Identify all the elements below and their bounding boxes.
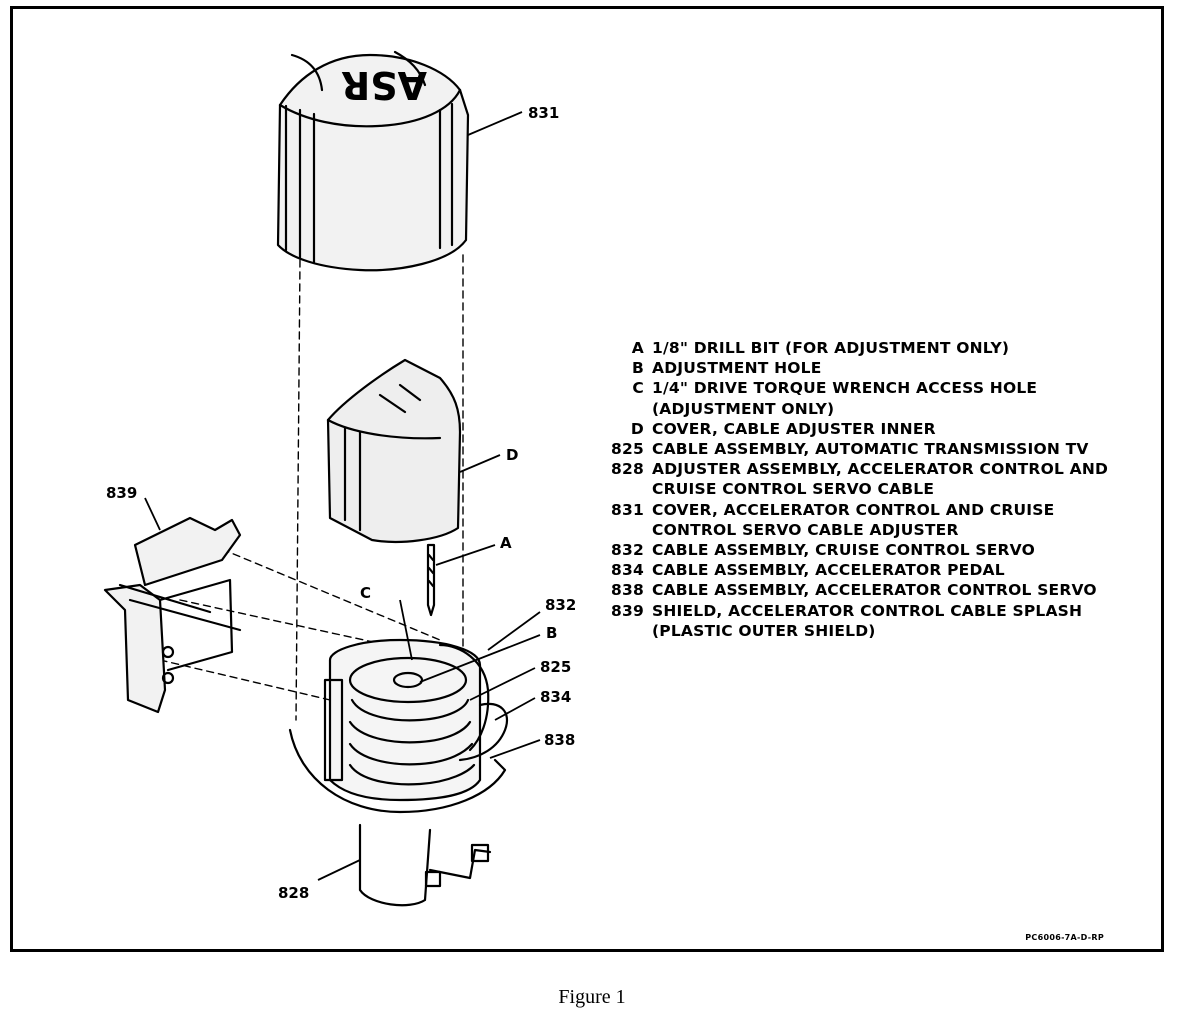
legend-row: 839 SHIELD, ACCELERATOR CONTROL CABLE SPL… [596, 601, 1136, 621]
legend-description: CABLE ASSEMBLY, AUTOMATIC TRANSMISSION T… [652, 440, 1089, 459]
cover-831-drawing [276, 50, 470, 272]
legend-description: CABLE ASSEMBLY, ACCELERATOR CONTROL SERV… [652, 581, 1097, 600]
legend-row: D COVER, CABLE ADJUSTER INNER [596, 419, 1136, 439]
callout-d: D [506, 446, 518, 464]
legend-description: 1/8" DRILL BIT (FOR ADJUSTMENT ONLY) [652, 339, 1010, 357]
legend-row: CONTROL SERVO CABLE ADJUSTER [596, 520, 1136, 540]
adjuster-828-drawing [288, 638, 508, 907]
legend-row: 832 CABLE ASSEMBLY, CRUISE CONTROL SERVO [596, 540, 1136, 560]
legend-code: 828 [611, 460, 644, 479]
cover-asr-text: ASR [341, 63, 427, 107]
legend-description: SHIELD, ACCELERATOR CONTROL CABLE SPLASH [652, 601, 1083, 620]
shield-839-drawing [103, 516, 242, 714]
callout-b: B [546, 624, 557, 642]
legend-code: 825 [611, 440, 644, 459]
callout-828: 828 [278, 884, 309, 902]
legend-description: COVER, ACCELERATOR CONTROL AND CRUISE [652, 500, 1055, 519]
legend-row: 825 CABLE ASSEMBLY, AUTOMATIC TRANSMISSIO… [596, 439, 1136, 459]
legend-code [596, 479, 652, 499]
legend-code: D [630, 419, 644, 438]
callout-834: 834 [540, 688, 571, 706]
callout-a: A [500, 534, 512, 552]
legend-row: C 1/4" DRIVE TORQUE WRENCH ACCESS HOLE [596, 378, 1136, 398]
callout-838: 838 [544, 731, 575, 749]
legend-code [596, 399, 652, 419]
legend-row: B ADJUSTMENT HOLE [596, 358, 1136, 378]
legend-row: 831 COVER, ACCELERATOR CONTROL AND CRUISE [596, 500, 1136, 520]
legend-code: 831 [611, 500, 644, 519]
legend-description: COVER, CABLE ADJUSTER INNER [652, 419, 936, 438]
legend-description: CRUISE CONTROL SERVO CABLE [652, 480, 935, 499]
legend-description: CABLE ASSEMBLY, ACCELERATOR PEDAL [652, 561, 1005, 580]
legend-code: 832 [611, 541, 644, 560]
legend-description: ADJUSTMENT HOLE [652, 359, 822, 378]
legend-description: (ADJUSTMENT ONLY) [652, 399, 835, 418]
inner-cover-d-drawing [326, 358, 462, 543]
legend-code: A [631, 339, 644, 357]
legend-code: 834 [611, 561, 644, 580]
legend-code: C [632, 379, 644, 398]
legend-row: 838 CABLE ASSEMBLY, ACCELERATOR CONTROL S… [596, 580, 1136, 600]
legend-code: 839 [611, 601, 644, 620]
figure-caption: Figure 1 [558, 986, 626, 1008]
reference-code: PC6006-7A-D-RP [1025, 933, 1104, 942]
legend-code [596, 520, 652, 540]
callout-825: 825 [540, 658, 571, 676]
parts-legend: A 1/8" DRILL BIT (FOR ADJUSTMENT ONLY) B AD… [596, 338, 1136, 641]
legend-description: 1/4" DRIVE TORQUE WRENCH ACCESS HOLE [652, 379, 1038, 398]
legend-row: (PLASTIC OUTER SHIELD) [596, 621, 1136, 641]
legend-row: CRUISE CONTROL SERVO CABLE [596, 479, 1136, 499]
legend-row: 834 CABLE ASSEMBLY, ACCELERATOR PEDAL [596, 560, 1136, 580]
legend-row: 828 ADJUSTER ASSEMBLY, ACCELERATOR CONTRO… [596, 459, 1136, 479]
legend-code: 838 [611, 581, 644, 600]
callout-832: 832 [545, 596, 576, 614]
legend-row: A 1/8" DRILL BIT (FOR ADJUSTMENT ONLY) [596, 338, 1136, 358]
legend-description: ADJUSTER ASSEMBLY, ACCELERATOR CONTROL A… [652, 460, 1109, 479]
callout-c: C [360, 584, 371, 602]
drill-bit-a-drawing [426, 543, 436, 617]
legend-code [596, 621, 652, 641]
diagram-frame [10, 6, 1164, 952]
legend-row: (ADJUSTMENT ONLY) [596, 399, 1136, 419]
legend-description: CABLE ASSEMBLY, CRUISE CONTROL SERVO [652, 541, 1035, 560]
legend-code: B [631, 359, 644, 378]
legend-description: (PLASTIC OUTER SHIELD) [652, 621, 876, 640]
callout-831: 831 [528, 104, 559, 122]
callout-839: 839 [106, 484, 137, 502]
legend-description: CONTROL SERVO CABLE ADJUSTER [652, 520, 959, 539]
